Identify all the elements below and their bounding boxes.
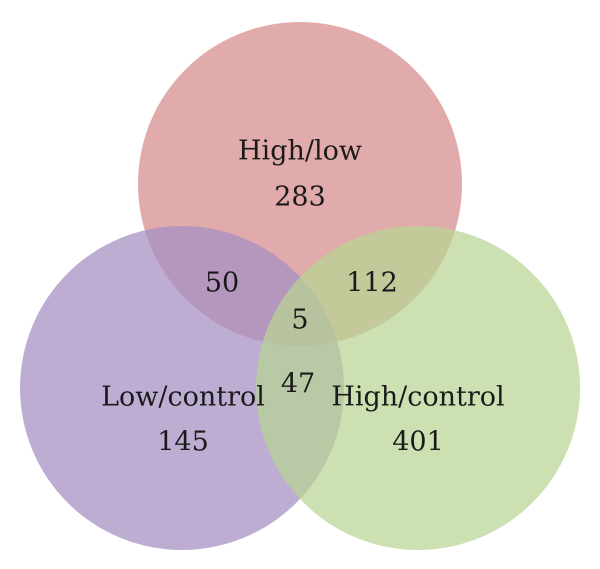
- set-name-high-control: High/control: [331, 382, 504, 413]
- overlap-count-high-low-low-control: 50: [205, 268, 239, 299]
- overlap-count-high-low-high-control: 112: [346, 268, 398, 299]
- circle-low-control: [20, 226, 344, 550]
- set-count-high-low: 283: [274, 182, 326, 213]
- circle-high-control: [256, 226, 580, 550]
- overlap-count-all-three: 5: [291, 305, 308, 336]
- set-name-high-low: High/low: [238, 136, 362, 167]
- overlap-count-low-control-high-control: 47: [281, 369, 315, 400]
- set-count-low-control: 145: [157, 427, 209, 458]
- set-name-low-control: Low/control: [101, 382, 265, 413]
- set-count-high-control: 401: [392, 427, 444, 458]
